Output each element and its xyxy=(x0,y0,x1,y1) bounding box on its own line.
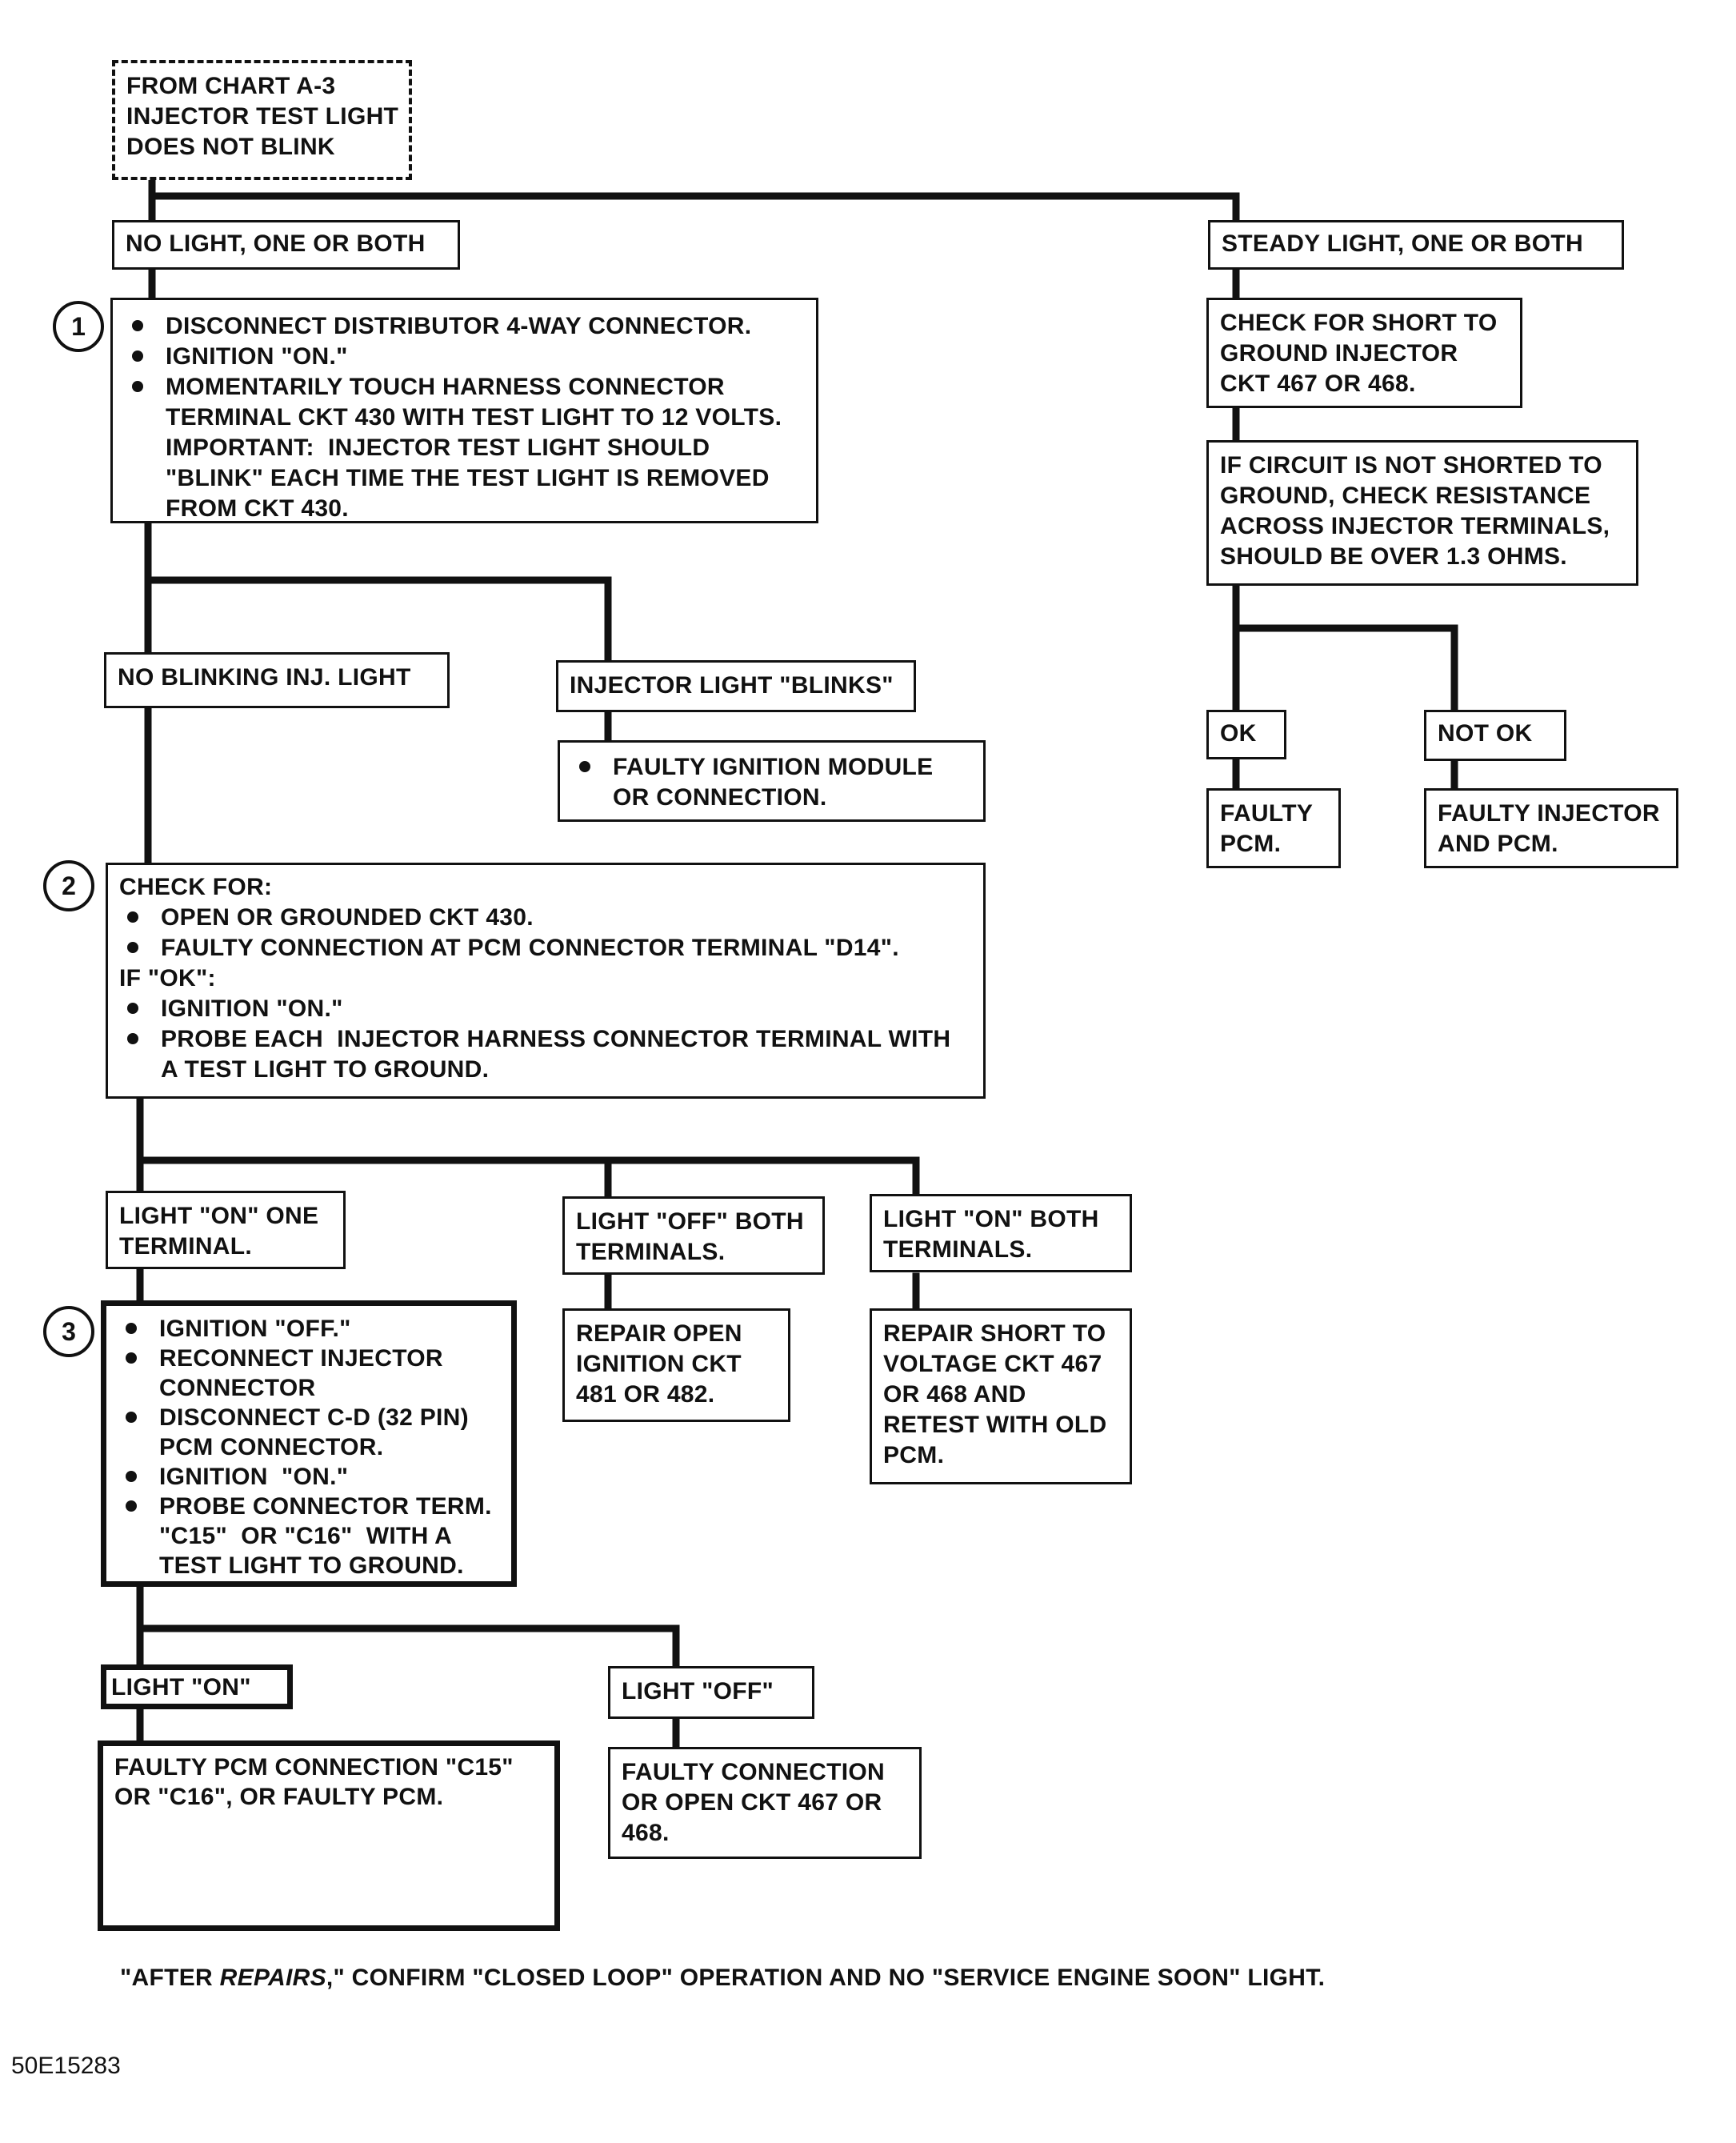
branch-not-ok-text: NOT OK xyxy=(1438,720,1533,747)
branch-light-on: LIGHT "ON" xyxy=(101,1664,293,1709)
faulty-ignition-module-box: FAULTY IGNITION MODULE OR CONNECTION. xyxy=(558,740,986,822)
step-number-3: 3 xyxy=(43,1306,94,1357)
entry-box: FROM CHART A-3 INJECTOR TEST LIGHT DOES … xyxy=(112,60,412,180)
footnote-emphasis: REPAIRS xyxy=(219,1965,326,1991)
branch-light-on-text: LIGHT "ON" xyxy=(111,1674,251,1700)
branch-no-blinking: NO BLINKING INJ. LIGHT xyxy=(104,652,450,708)
step1-box: DISCONNECT DISTRIBUTOR 4-WAY CONNECTOR. … xyxy=(110,298,818,523)
step1-list: DISCONNECT DISTRIBUTOR 4-WAY CONNECTOR. … xyxy=(124,311,805,522)
branch-steady-light: STEADY LIGHT, ONE OR BOTH xyxy=(1208,220,1624,270)
check-short-box: CHECK FOR SHORT TO GROUND INJECTOR CKT 4… xyxy=(1206,298,1522,408)
branch-ok: OK xyxy=(1206,710,1286,759)
step2-if-ok: IF "OK": xyxy=(119,965,216,991)
branch-no-light-text: NO LIGHT, ONE OR BOTH xyxy=(126,230,426,257)
entry-line: FROM CHART A-3 xyxy=(126,73,336,99)
step3-item: IGNITION "OFF." xyxy=(118,1314,500,1344)
branch-on-both-terminals: LIGHT "ON" BOTH TERMINALS. xyxy=(870,1194,1132,1272)
step2-item: PROBE EACH INJECTOR HARNESS CONNECTOR TE… xyxy=(119,1024,972,1085)
branch-blinks: INJECTOR LIGHT "BLINKS" xyxy=(556,660,916,712)
step2-item: IGNITION "ON." xyxy=(119,994,972,1024)
branch-not-ok: NOT OK xyxy=(1424,710,1566,761)
step3-item: DISCONNECT C-D (32 PIN) PCM CONNECTOR. xyxy=(118,1403,500,1462)
faulty-connection-open-box: FAULTY CONNECTION OR OPEN CKT 467 OR 468… xyxy=(608,1747,922,1859)
branch-steady-light-text: STEADY LIGHT, ONE OR BOTH xyxy=(1222,230,1583,257)
entry-line: DOES NOT BLINK xyxy=(126,134,335,160)
step3-item: PROBE CONNECTOR TERM. "C15" OR "C16" WIT… xyxy=(118,1492,500,1580)
branch-light-off-text: LIGHT "OFF" xyxy=(622,1678,774,1704)
faulty-injector-pcm-box: FAULTY INJECTOR AND PCM. xyxy=(1424,788,1678,868)
branch-ok-text: OK xyxy=(1220,720,1257,747)
step3-box: IGNITION "OFF." RECONNECT INJECTOR CONNE… xyxy=(101,1300,517,1587)
step-number-2: 2 xyxy=(43,860,94,911)
footnote: "AFTER REPAIRS," CONFIRM "CLOSED LOOP" O… xyxy=(120,1965,1325,1992)
step1-note: IMPORTANT: INJECTOR TEST LIGHT SHOULD "B… xyxy=(166,435,770,522)
faulty-ignition-module-text: FAULTY IGNITION MODULE OR CONNECTION. xyxy=(571,752,972,813)
repair-open-box: REPAIR OPEN IGNITION CKT 481 OR 482. xyxy=(562,1308,790,1422)
step-number-1: 1 xyxy=(53,301,104,352)
footnote-pre: "AFTER xyxy=(120,1965,220,1991)
branch-no-blinking-text: NO BLINKING INJ. LIGHT xyxy=(118,664,411,691)
branch-light-off: LIGHT "OFF" xyxy=(608,1666,814,1719)
figure-code: 50E15283 xyxy=(11,2053,121,2079)
repair-short-box: REPAIR SHORT TO VOLTAGE CKT 467 OR 468 A… xyxy=(870,1308,1132,1484)
footnote-post: ," CONFIRM "CLOSED LOOP" OPERATION AND N… xyxy=(326,1965,1326,1991)
faulty-pcm-connection-box: FAULTY PCM CONNECTION "C15" OR "C16", OR… xyxy=(98,1740,560,1931)
branch-on-one-terminal: LIGHT "ON" ONE TERMINAL. xyxy=(106,1191,346,1269)
step1-item: MOMENTARILY TOUCH HARNESS CONNECTOR TERM… xyxy=(124,372,805,433)
branch-off-both-terminals: LIGHT "OFF" BOTH TERMINALS. xyxy=(562,1196,825,1275)
step2-box: CHECK FOR: OPEN OR GROUNDED CKT 430. FAU… xyxy=(106,863,986,1099)
faulty-pcm-right-box: FAULTY PCM. xyxy=(1206,788,1341,868)
step3-item: IGNITION "ON." xyxy=(118,1462,500,1492)
step3-item: RECONNECT INJECTOR CONNECTOR xyxy=(118,1344,500,1403)
step1-item: IGNITION "ON." xyxy=(124,342,805,372)
branch-no-light: NO LIGHT, ONE OR BOTH xyxy=(112,220,460,270)
entry-line: INJECTOR TEST LIGHT xyxy=(126,103,399,130)
step2-item: OPEN OR GROUNDED CKT 430. xyxy=(119,903,972,933)
step2-heading: CHECK FOR: xyxy=(119,874,273,900)
step2-item: FAULTY CONNECTION AT PCM CONNECTOR TERMI… xyxy=(119,933,972,963)
step1-item: DISCONNECT DISTRIBUTOR 4-WAY CONNECTOR. xyxy=(124,311,805,342)
check-resistance-box: IF CIRCUIT IS NOT SHORTED TO GROUND, CHE… xyxy=(1206,440,1638,586)
branch-blinks-text: INJECTOR LIGHT "BLINKS" xyxy=(570,672,894,699)
